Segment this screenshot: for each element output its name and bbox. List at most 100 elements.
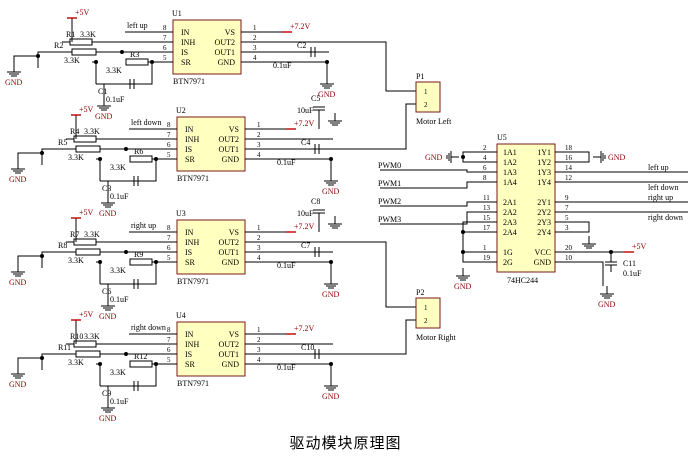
connector-ref: P2 xyxy=(416,288,424,297)
chip-ref: U3 xyxy=(176,209,186,218)
pin-name: SR xyxy=(181,58,191,67)
resistor-body xyxy=(73,238,97,246)
connector-pin: 1 xyxy=(424,88,428,96)
capacitor-ref: C6 xyxy=(102,287,111,296)
wire xyxy=(13,55,38,64)
buffer-pin-number: 14 xyxy=(565,164,573,172)
power-label: +7.2V xyxy=(294,324,315,333)
motor-wire xyxy=(333,103,416,150)
junction-dot xyxy=(120,50,124,54)
connector-name: Motor Right xyxy=(416,333,457,342)
resistor-body xyxy=(71,48,97,56)
gnd-label: GND xyxy=(9,380,27,389)
power-label: +5V xyxy=(79,310,94,319)
gnd-label: GND xyxy=(425,153,443,162)
pin-number: 8 xyxy=(167,326,171,334)
resistor-value: 3.3K xyxy=(68,153,84,162)
gnd-label: GND xyxy=(322,290,340,299)
pwm-wire xyxy=(380,211,475,225)
junction-dot xyxy=(461,250,465,254)
resistor-body xyxy=(129,258,153,266)
buffer-pin-number: 13 xyxy=(483,204,491,212)
output-label: left down xyxy=(648,183,678,192)
resistor-value: 3.3K xyxy=(110,368,126,377)
pin-name: OUT2 xyxy=(219,135,239,144)
wire xyxy=(41,251,76,268)
pwm-label: PWM1 xyxy=(378,179,401,188)
resistor-value: 3.3K xyxy=(80,30,96,39)
pin-number: 3 xyxy=(257,244,261,252)
buffer-pin-name: 1A4 xyxy=(503,178,517,187)
power-label: +7.2V xyxy=(294,222,315,231)
wire xyxy=(41,353,76,370)
junction-dot xyxy=(124,352,128,356)
pin-name: OUT1 xyxy=(215,48,235,57)
output-label: left up xyxy=(648,163,669,172)
resistor-value: 3.3K xyxy=(106,66,122,75)
chip-part: BTN7971 xyxy=(177,379,209,388)
output-label: right down xyxy=(648,213,683,222)
signal-label: left down xyxy=(131,118,161,127)
motor-wire xyxy=(333,319,416,355)
wire xyxy=(462,221,475,263)
junction-dot xyxy=(154,157,158,161)
buffer-pin-number: 6 xyxy=(483,164,487,172)
resistor-ref: R9 xyxy=(134,250,143,259)
figure-caption: 驱动模块原理图 xyxy=(289,434,402,452)
buffer-pin-number: 10 xyxy=(565,254,573,262)
resistor-body xyxy=(75,350,101,358)
pin-name: OUT1 xyxy=(219,145,239,154)
pin-name: GND xyxy=(222,155,240,164)
wire xyxy=(37,51,72,68)
pin-number: 6 xyxy=(167,141,171,149)
capacitor-value: 0.1uF xyxy=(277,363,296,372)
buffer-pin-number: 18 xyxy=(565,144,573,152)
pin-number: 4 xyxy=(257,151,261,159)
buffer-pin-name: 1A1 xyxy=(503,148,517,157)
resistor-ref: R5 xyxy=(58,138,67,147)
buffer-pin-number: 12 xyxy=(565,174,573,182)
gnd-label: GND xyxy=(454,282,472,291)
wire xyxy=(577,221,590,233)
buffer-pin-name: 1A2 xyxy=(503,158,517,167)
pin-name: INH xyxy=(181,38,195,47)
pin-number: 1 xyxy=(257,121,261,129)
pin-name: SR xyxy=(185,258,195,267)
pin-name: OUT1 xyxy=(219,350,239,359)
buffer-pin-number: 7 xyxy=(565,204,569,212)
pin-name: INH xyxy=(185,135,199,144)
wire xyxy=(577,261,604,286)
buffer-pin-name: GND xyxy=(534,258,552,267)
resistor-value: 3.3K xyxy=(84,127,100,136)
pin-number: 8 xyxy=(167,224,171,232)
pin-number: 4 xyxy=(257,356,261,364)
buffer-pin-name: 2A3 xyxy=(503,218,517,227)
junction-dot xyxy=(154,260,158,264)
resistor-value: 3.3K xyxy=(84,332,100,341)
pin-number: 5 xyxy=(163,54,167,62)
gnd-label: GND xyxy=(99,209,117,218)
chip-ref: U2 xyxy=(176,106,186,115)
pin-number: 6 xyxy=(167,346,171,354)
pin-number: 7 xyxy=(167,336,171,344)
pin-number: 5 xyxy=(167,356,171,364)
pin-name: GND xyxy=(222,258,240,267)
capacitor-ref: C7 xyxy=(301,241,310,250)
buffer-pin-number: 15 xyxy=(483,214,491,222)
pwm-label: PWM0 xyxy=(378,161,401,170)
gnd-label: GND xyxy=(598,300,616,309)
power-label: +5V xyxy=(632,242,647,251)
buffer-chip xyxy=(496,143,556,273)
resistor-ref: R3 xyxy=(130,50,139,59)
capacitor-value: 0.1uF xyxy=(110,397,129,406)
capacitor-value: 0.1uF xyxy=(106,95,125,104)
pwm-wire xyxy=(380,181,475,189)
junction-dot xyxy=(329,157,333,161)
buffer-pin-number: 9 xyxy=(565,194,569,202)
pin-name: GND xyxy=(218,58,236,67)
chip-ref: U1 xyxy=(172,9,182,18)
pin-number: 8 xyxy=(167,121,171,129)
pin-number: 1 xyxy=(257,224,261,232)
resistor-value: 3.3K xyxy=(110,163,126,172)
